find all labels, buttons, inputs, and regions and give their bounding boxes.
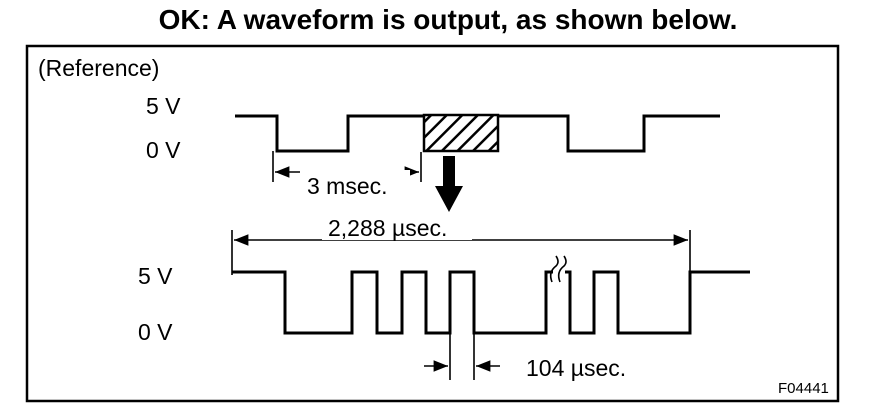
break-mark-icon-2 bbox=[557, 255, 567, 283]
page-title: OK: A waveform is output, as shown below… bbox=[158, 4, 738, 35]
frame-label: 2,288 µsec. bbox=[328, 215, 447, 241]
period-label: 3 msec. bbox=[307, 173, 388, 199]
upper-waveform bbox=[235, 114, 720, 153]
lower-waveform bbox=[232, 270, 750, 335]
figure-id: F04441 bbox=[778, 380, 829, 397]
break-mark-icon bbox=[549, 255, 559, 283]
diagram-frame bbox=[25, 44, 840, 403]
upper-high-label: 5 V bbox=[146, 93, 181, 119]
lower-high-label: 5 V bbox=[138, 263, 173, 289]
frame-label-backdrop bbox=[322, 212, 472, 240]
hatched-pulse bbox=[422, 113, 500, 153]
upper-low-label: 0 V bbox=[146, 137, 181, 163]
reference-label: (Reference) bbox=[38, 55, 159, 81]
period-label-backdrop bbox=[300, 170, 410, 200]
lower-low-label: 0 V bbox=[138, 319, 173, 345]
bit-label: 104 µsec. bbox=[526, 355, 626, 381]
expand-arrow-icon bbox=[435, 156, 463, 212]
